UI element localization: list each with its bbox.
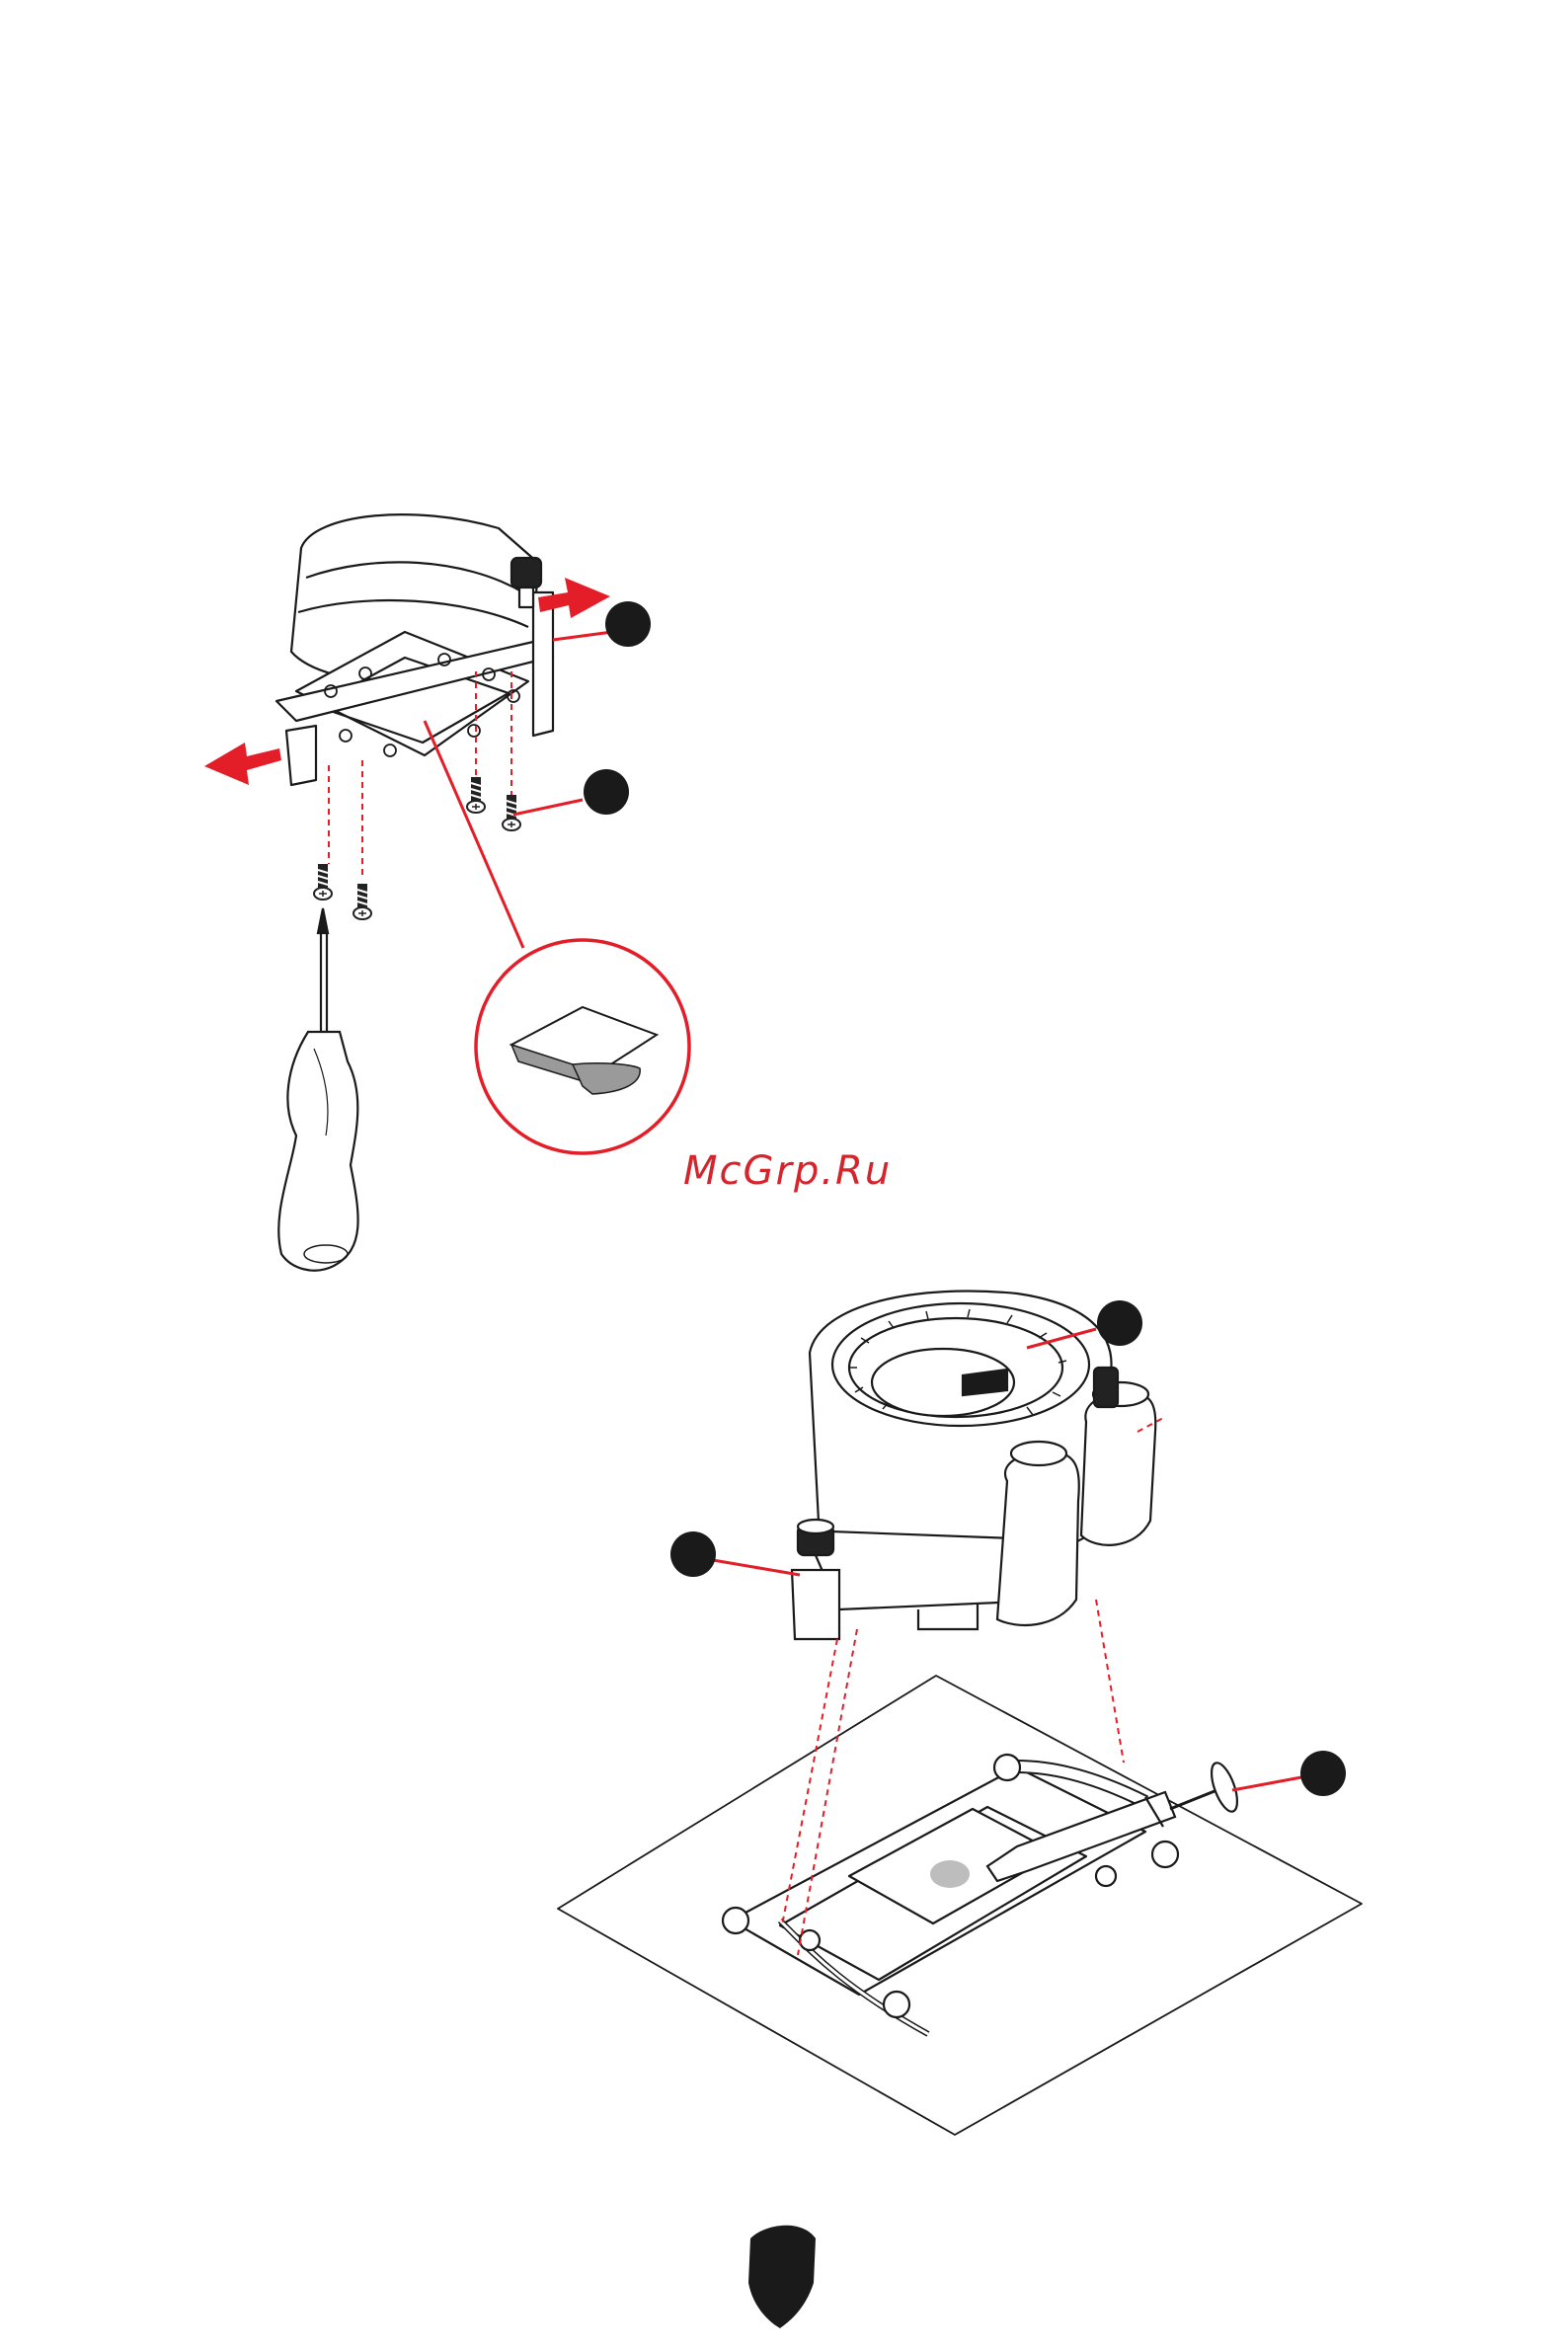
socket-post (723, 1908, 748, 1933)
step-marker (1097, 1300, 1142, 1346)
socket-post (1096, 1866, 1116, 1886)
step-marker (584, 769, 629, 815)
watermark-text: McGrp.Ru (683, 1148, 892, 1194)
push-arrow-icon (204, 743, 281, 785)
screw-icon (467, 777, 485, 813)
zoom-leader-line (425, 721, 523, 948)
socket-post (884, 1992, 909, 2017)
socket-post (994, 1755, 1020, 1780)
step-marker (1300, 1751, 1346, 1796)
pump-underside-figure (276, 514, 553, 785)
screwdriver-icon (278, 908, 357, 1271)
thermal-pad-detail (476, 940, 689, 1153)
pump-head (792, 1292, 1155, 1640)
shield-logo-icon (748, 2226, 816, 2328)
socket-post (1152, 1842, 1178, 1867)
screw-icon (353, 884, 371, 919)
screw-icon (314, 864, 332, 900)
thermal-paste-spot (930, 1860, 970, 1888)
step-marker (605, 601, 651, 647)
step-marker (670, 1531, 716, 1577)
pump-on-socket-figure (558, 1676, 1362, 2135)
